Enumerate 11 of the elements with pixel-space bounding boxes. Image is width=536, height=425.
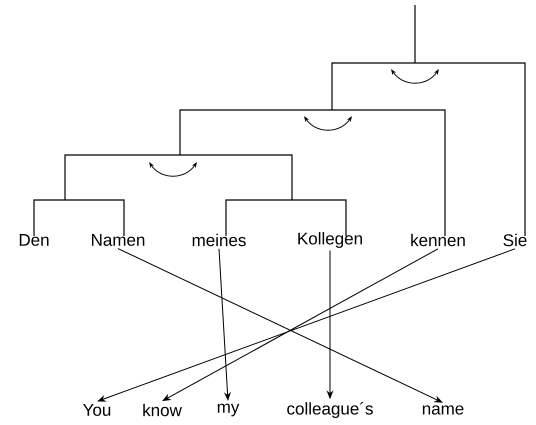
word: name: [422, 405, 464, 415]
word: Kollegen: [298, 232, 362, 248]
word: my: [218, 404, 240, 416]
word: Den: [20, 234, 48, 246]
word: Sie: [503, 234, 527, 246]
word: You: [83, 404, 110, 416]
word: kennen: [411, 234, 465, 246]
word: know: [143, 404, 182, 416]
word: Namen: [92, 234, 144, 246]
word: colleague´s: [287, 402, 373, 418]
word: meines: [192, 234, 246, 246]
